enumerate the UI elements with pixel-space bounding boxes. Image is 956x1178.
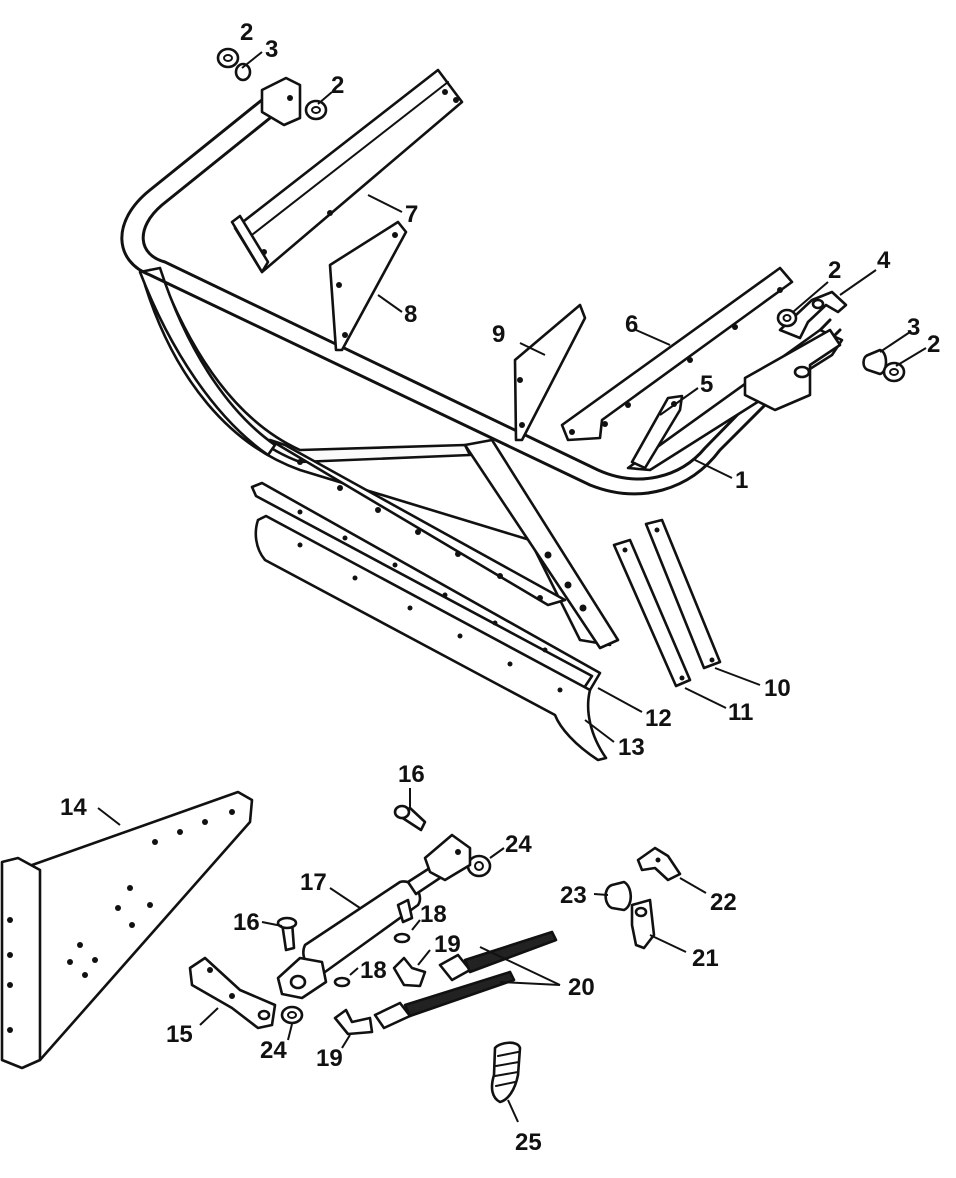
hose-20-lower bbox=[403, 970, 516, 1018]
callout-1: 1 bbox=[735, 467, 748, 494]
callout-13: 13 bbox=[618, 734, 645, 761]
channel-7-face bbox=[247, 81, 449, 239]
gusset-8 bbox=[328, 220, 408, 352]
bushing-3-right bbox=[862, 348, 888, 376]
bushing-3-top bbox=[234, 62, 252, 82]
callout-23: 23 bbox=[560, 882, 587, 909]
callout-2-right: 2 bbox=[828, 257, 841, 284]
blade-side-brace bbox=[463, 438, 620, 650]
frame-right-plate bbox=[743, 328, 842, 412]
callout-12: 12 bbox=[645, 705, 672, 732]
cylinder-17-port bbox=[396, 898, 414, 924]
hinge-bracket-left bbox=[260, 76, 302, 127]
clip-bracket-4 bbox=[778, 290, 848, 340]
brace-5 bbox=[630, 394, 684, 470]
washer-2-top bbox=[216, 47, 240, 69]
elbow-19-bottom bbox=[333, 1008, 374, 1036]
hose-20-upper bbox=[463, 930, 558, 974]
bracket-15 bbox=[188, 956, 277, 1030]
callout-labels: 2 3 2 7 8 9 6 2 4 3 2 5 1 10 11 12 13 16… bbox=[60, 19, 940, 1156]
callout-3-right: 3 bbox=[907, 314, 920, 341]
callout-16-top: 16 bbox=[398, 761, 425, 788]
callout-7: 7 bbox=[405, 201, 418, 228]
o-ring-18-top bbox=[393, 932, 411, 944]
callout-9: 9 bbox=[492, 321, 505, 348]
washer-2-far bbox=[882, 361, 906, 383]
cutting-edge-13 bbox=[254, 514, 608, 762]
callout-20: 20 bbox=[568, 974, 595, 1001]
callout-3-top: 3 bbox=[265, 36, 278, 63]
hose-guard-25 bbox=[490, 1041, 522, 1104]
bushing-23 bbox=[604, 880, 633, 912]
callout-22: 22 bbox=[710, 889, 737, 916]
o-ring-18-bottom bbox=[333, 976, 351, 988]
angle-bar-6 bbox=[560, 266, 794, 442]
callout-19-bottom: 19 bbox=[316, 1045, 343, 1072]
strap-11 bbox=[612, 538, 692, 688]
washer-2-mid bbox=[304, 99, 328, 121]
channel-7-end bbox=[230, 214, 270, 274]
mount-plate-14-flange bbox=[0, 856, 42, 1070]
callout-2-top: 2 bbox=[240, 19, 253, 46]
plate-9 bbox=[513, 303, 587, 442]
blade-left-brace bbox=[138, 266, 277, 457]
strap-10 bbox=[644, 518, 722, 670]
mount-plate-14 bbox=[16, 790, 254, 1064]
callout-19-top: 19 bbox=[434, 931, 461, 958]
tube-frame-outer bbox=[120, 93, 842, 496]
blade-bottom-edge bbox=[268, 438, 567, 607]
callout-14: 14 bbox=[60, 794, 87, 821]
washer-2-right bbox=[776, 308, 798, 328]
callout-21: 21 bbox=[692, 945, 719, 972]
callout-15: 15 bbox=[166, 1021, 193, 1048]
callout-11: 11 bbox=[728, 699, 753, 726]
callout-18-top: 18 bbox=[420, 901, 447, 928]
callout-8: 8 bbox=[404, 301, 417, 328]
clamp-22 bbox=[636, 846, 682, 882]
elbow-19-top bbox=[392, 956, 427, 988]
callout-24-top: 24 bbox=[505, 831, 532, 858]
callout-2-mid: 2 bbox=[331, 72, 344, 99]
wear-strip-12 bbox=[250, 481, 602, 692]
callout-4: 4 bbox=[877, 247, 891, 274]
callout-18-bottom: 18 bbox=[360, 957, 387, 984]
callout-10: 10 bbox=[764, 675, 791, 702]
callout-6: 6 bbox=[625, 311, 638, 338]
callout-16-left: 16 bbox=[233, 909, 260, 936]
callout-17: 17 bbox=[300, 869, 327, 896]
leader-lines bbox=[97, 51, 927, 1123]
washer-24-bottom bbox=[280, 1005, 304, 1025]
cylinder-17-clevis bbox=[423, 833, 472, 882]
callout-2-far: 2 bbox=[927, 331, 940, 358]
callout-5: 5 bbox=[700, 371, 713, 398]
callout-24-bottom: 24 bbox=[260, 1037, 287, 1064]
tube-frame-inner bbox=[141, 108, 832, 481]
callout-25: 25 bbox=[515, 1129, 542, 1156]
